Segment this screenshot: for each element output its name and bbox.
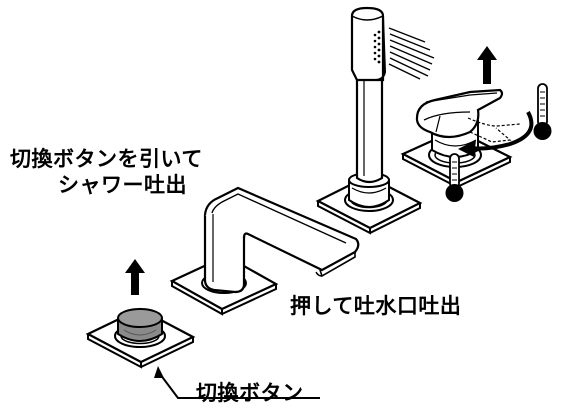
mixer-lever [415, 88, 521, 143]
up-arrow-icon [125, 259, 145, 295]
shower-spray-lines [388, 27, 435, 80]
switch-label-pointer [154, 366, 320, 399]
shower-base-plate [315, 172, 423, 235]
spout [203, 186, 360, 294]
shower-instruction-line-1: 切換ボタンを引いて [10, 147, 203, 171]
switch-button [117, 308, 163, 342]
thermometer-hot-icon [533, 83, 552, 140]
spout-instruction: 押して吐水口吐出 [290, 294, 462, 318]
thermometer-cold-icon [445, 153, 464, 202]
curved-arrow-icon [458, 111, 534, 157]
shower-face-nozzles [373, 30, 381, 64]
switch-button-label: 切換ボタン [196, 381, 304, 405]
up-arrow-icon [477, 46, 497, 84]
shower-instruction-line-2: シャワー吐出 [58, 173, 187, 197]
hand-shower [350, 6, 435, 184]
